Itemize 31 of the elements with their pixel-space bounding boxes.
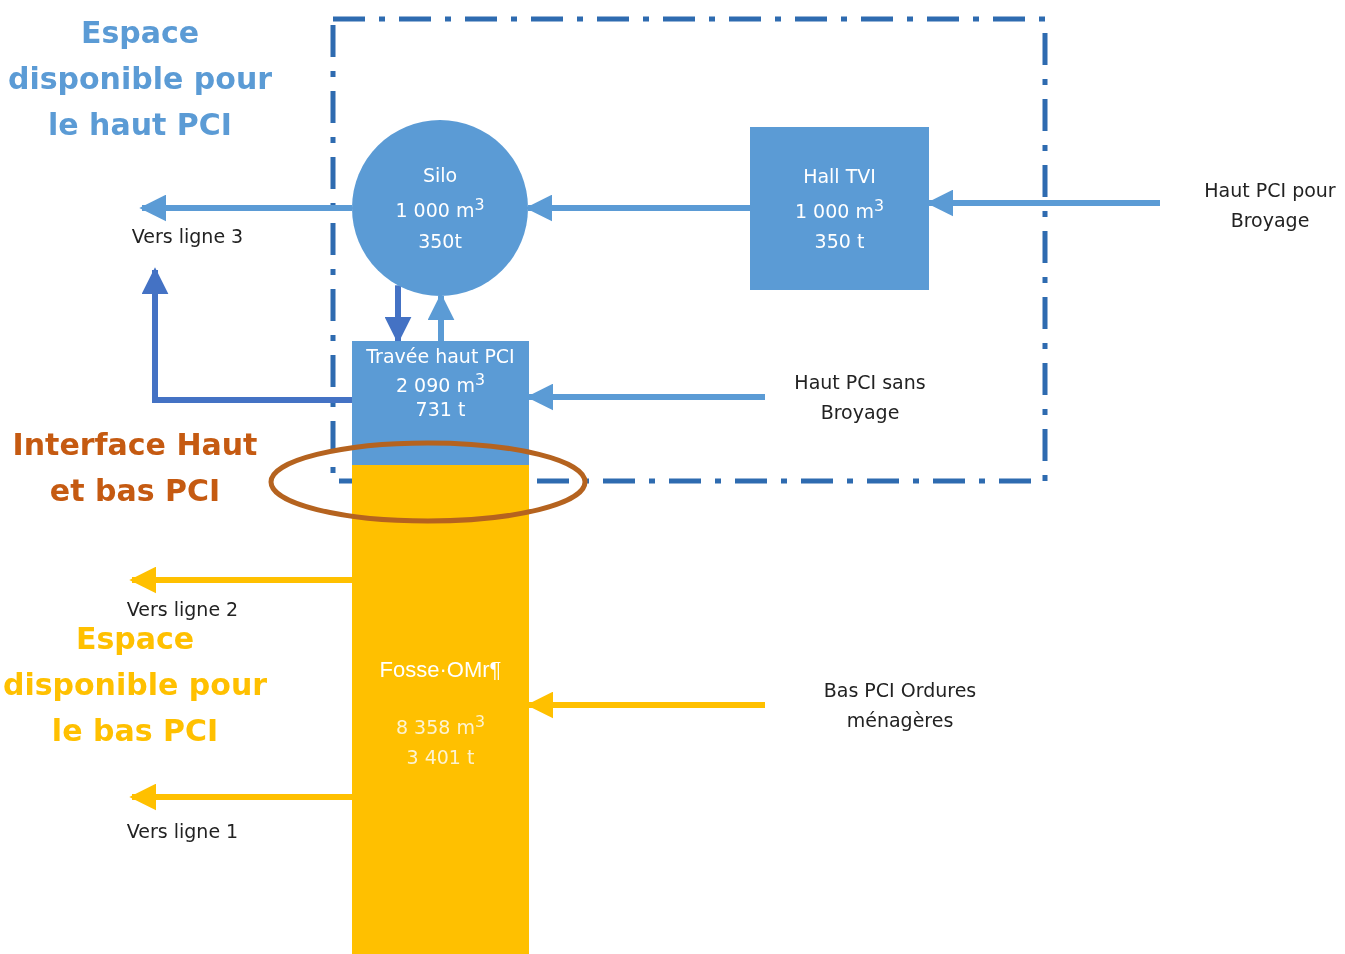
interface-heading: Interface Haut et bas PCI	[11, 426, 259, 510]
node-text: 1 000 m$^{3}$	[795, 194, 884, 225]
node-text: 731 t	[415, 397, 466, 422]
node-text: Vers ligne 1	[126, 819, 239, 844]
flow-arrow	[129, 783, 352, 811]
node-text: Fosse·OMr¶	[379, 656, 502, 684]
flow-arrow	[141, 267, 352, 403]
node-text: 3 401 t	[406, 745, 475, 771]
node-text: Vers ligne 3	[131, 224, 244, 249]
node-text: Vers ligne 2	[126, 597, 239, 622]
node-text: Bas PCI Ordures ménagères	[822, 678, 978, 733]
flow-arrow	[129, 566, 352, 594]
pit-column	[352, 465, 529, 954]
zone-heading: Espace disponible pour le haut PCI	[6, 14, 274, 144]
node-text: 8 358 m$^{3}$	[396, 711, 485, 741]
flow-arrow	[384, 285, 412, 344]
node-text: Travée haut PCI	[366, 344, 515, 368]
node-text: 350 t	[814, 229, 865, 255]
node-text: Haut PCI sans Broyage	[793, 370, 927, 425]
node-text: 2 090 m$^{3}$	[396, 369, 485, 398]
node-text: Silo	[422, 163, 458, 189]
flow-arrow	[139, 194, 352, 222]
interface-ellipse	[268, 440, 588, 524]
flow-arrow	[427, 293, 455, 341]
node-text: 1 000 m$^{3}$	[395, 194, 485, 224]
node-text: Hall TVI	[803, 163, 876, 189]
zone-heading: Espace disponible pour le bas PCI	[1, 620, 269, 750]
node-text: 350t	[418, 228, 462, 254]
storage-box	[352, 341, 529, 465]
node-text: Haut PCI pour Broyage	[1203, 178, 1337, 233]
storage-box	[750, 127, 929, 290]
